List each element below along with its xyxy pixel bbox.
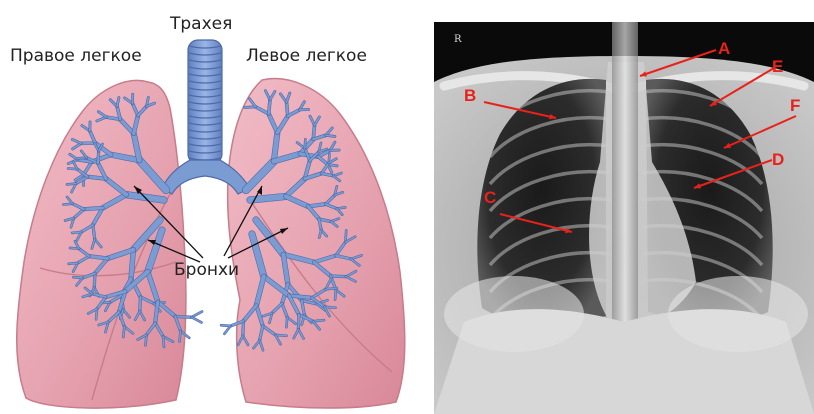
label-trachea: Трахея — [170, 14, 232, 34]
xray-side-marker: R — [454, 34, 462, 45]
xray-marker-d: D — [772, 151, 784, 169]
bronchus — [286, 317, 287, 327]
xray-marker-b: B — [464, 87, 476, 105]
bronchus — [192, 312, 202, 318]
chest-xray-image — [434, 22, 814, 414]
bronchus — [326, 135, 335, 136]
bronchus — [94, 273, 95, 287]
bronchus — [67, 184, 76, 185]
xray-marker-a: A — [718, 40, 730, 58]
bronchus — [73, 277, 82, 278]
bronchus — [180, 331, 181, 342]
bronchus — [140, 297, 141, 311]
bronchus — [69, 263, 78, 264]
label-left-lung: Левое легкое — [246, 46, 367, 66]
label-right-lung: Правое легкое — [10, 46, 142, 66]
bronchus — [335, 290, 336, 300]
xray-marker-c: C — [484, 189, 496, 207]
bronchus — [72, 232, 81, 233]
bronchus — [163, 336, 164, 347]
bronchus — [84, 208, 103, 209]
bronchus — [269, 100, 270, 114]
bronchus — [131, 250, 133, 279]
bronchus — [98, 151, 99, 163]
bronchus — [243, 321, 244, 336]
breast-shadow-right — [444, 276, 584, 352]
bronchus — [221, 325, 230, 326]
bronchus — [192, 317, 202, 322]
bronchus — [175, 316, 191, 317]
bronchus — [305, 139, 306, 148]
bronchus — [286, 102, 287, 116]
bronchus — [331, 276, 346, 277]
bronchus — [274, 133, 277, 162]
breast-shadow-left — [668, 276, 808, 352]
bronchus — [298, 315, 299, 330]
xray-marker-e: E — [772, 58, 783, 76]
xray-marker-f: F — [790, 97, 800, 115]
label-bronchi: Бронхи — [174, 260, 239, 280]
bronchus — [123, 327, 124, 338]
